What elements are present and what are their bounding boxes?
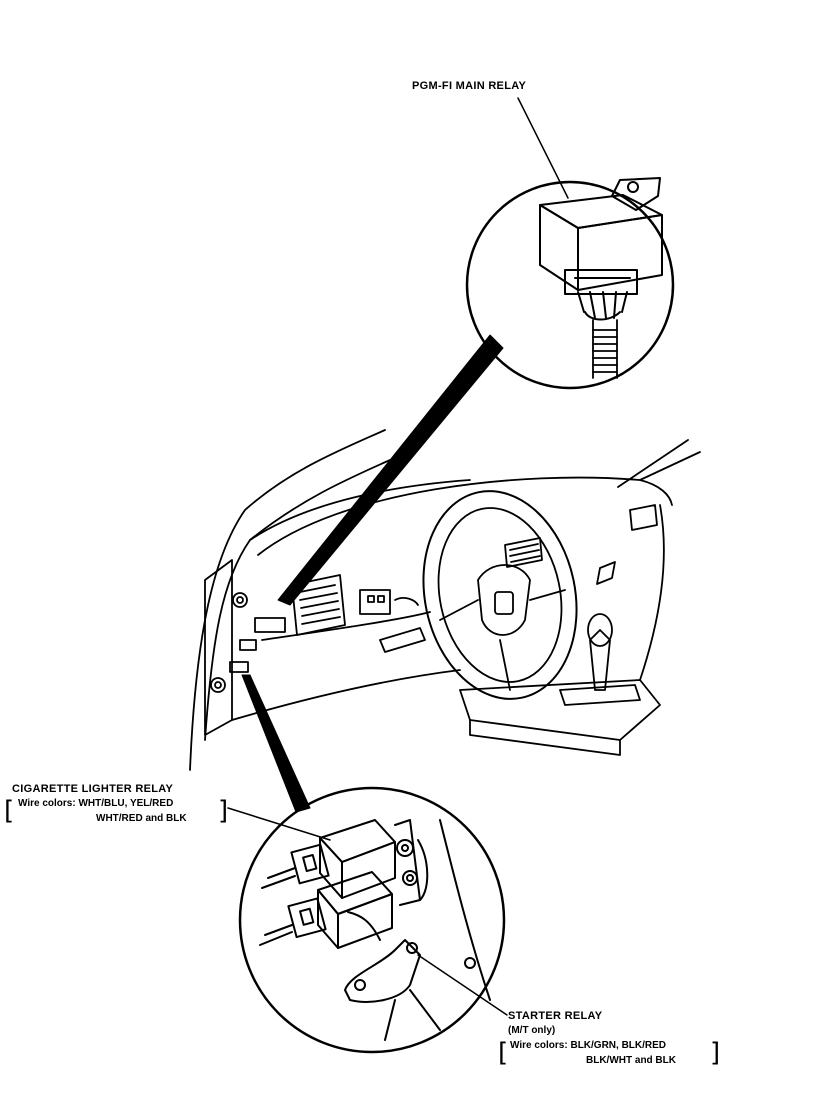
main-relay-harness xyxy=(592,319,618,379)
main-relay-location xyxy=(254,617,286,633)
starter-relay-wires-line2: BLK/WHT and BLK xyxy=(586,1055,676,1066)
starter-relay-note: (M/T only) xyxy=(508,1025,556,1036)
cigarette-relay-wires-line1: Wire colors: WHT/BLU, YEL/RED xyxy=(18,798,174,809)
starter-relay xyxy=(344,911,476,1041)
cigarette-relay-bracket-left: [ xyxy=(4,796,15,826)
starter-relay-bracket-right: ] xyxy=(710,1038,721,1068)
main-relay-body xyxy=(539,177,663,321)
starter-relay-wires-line1: Wire colors: BLK/GRN, BLK/RED xyxy=(510,1040,667,1051)
cigarette-lighter-relay xyxy=(261,819,396,899)
cigarette-relay-bracket-right: ] xyxy=(218,796,229,826)
starter-relay-title: STARTER RELAY xyxy=(508,1010,603,1022)
relay-bracket xyxy=(394,819,491,1001)
cigarette-relay-wires-line2: WHT/RED and BLK xyxy=(96,813,187,824)
cigarette-relay-title: CIGARETTE LIGHTER RELAY xyxy=(12,783,174,795)
bottom-callout-wedge xyxy=(241,674,311,813)
top-callout-wedge xyxy=(277,334,504,606)
dashboard-drawing xyxy=(189,429,701,771)
second-relay xyxy=(259,871,393,949)
cigarette-relay-location xyxy=(229,661,249,673)
main-relay-label: PGM-FI MAIN RELAY xyxy=(412,80,527,92)
main-relay-leader xyxy=(517,97,569,199)
starter-relay-bracket-left: [ xyxy=(498,1038,509,1068)
main-relay-detail-circle xyxy=(465,177,675,390)
lower-relays-detail-circle xyxy=(227,786,508,1054)
